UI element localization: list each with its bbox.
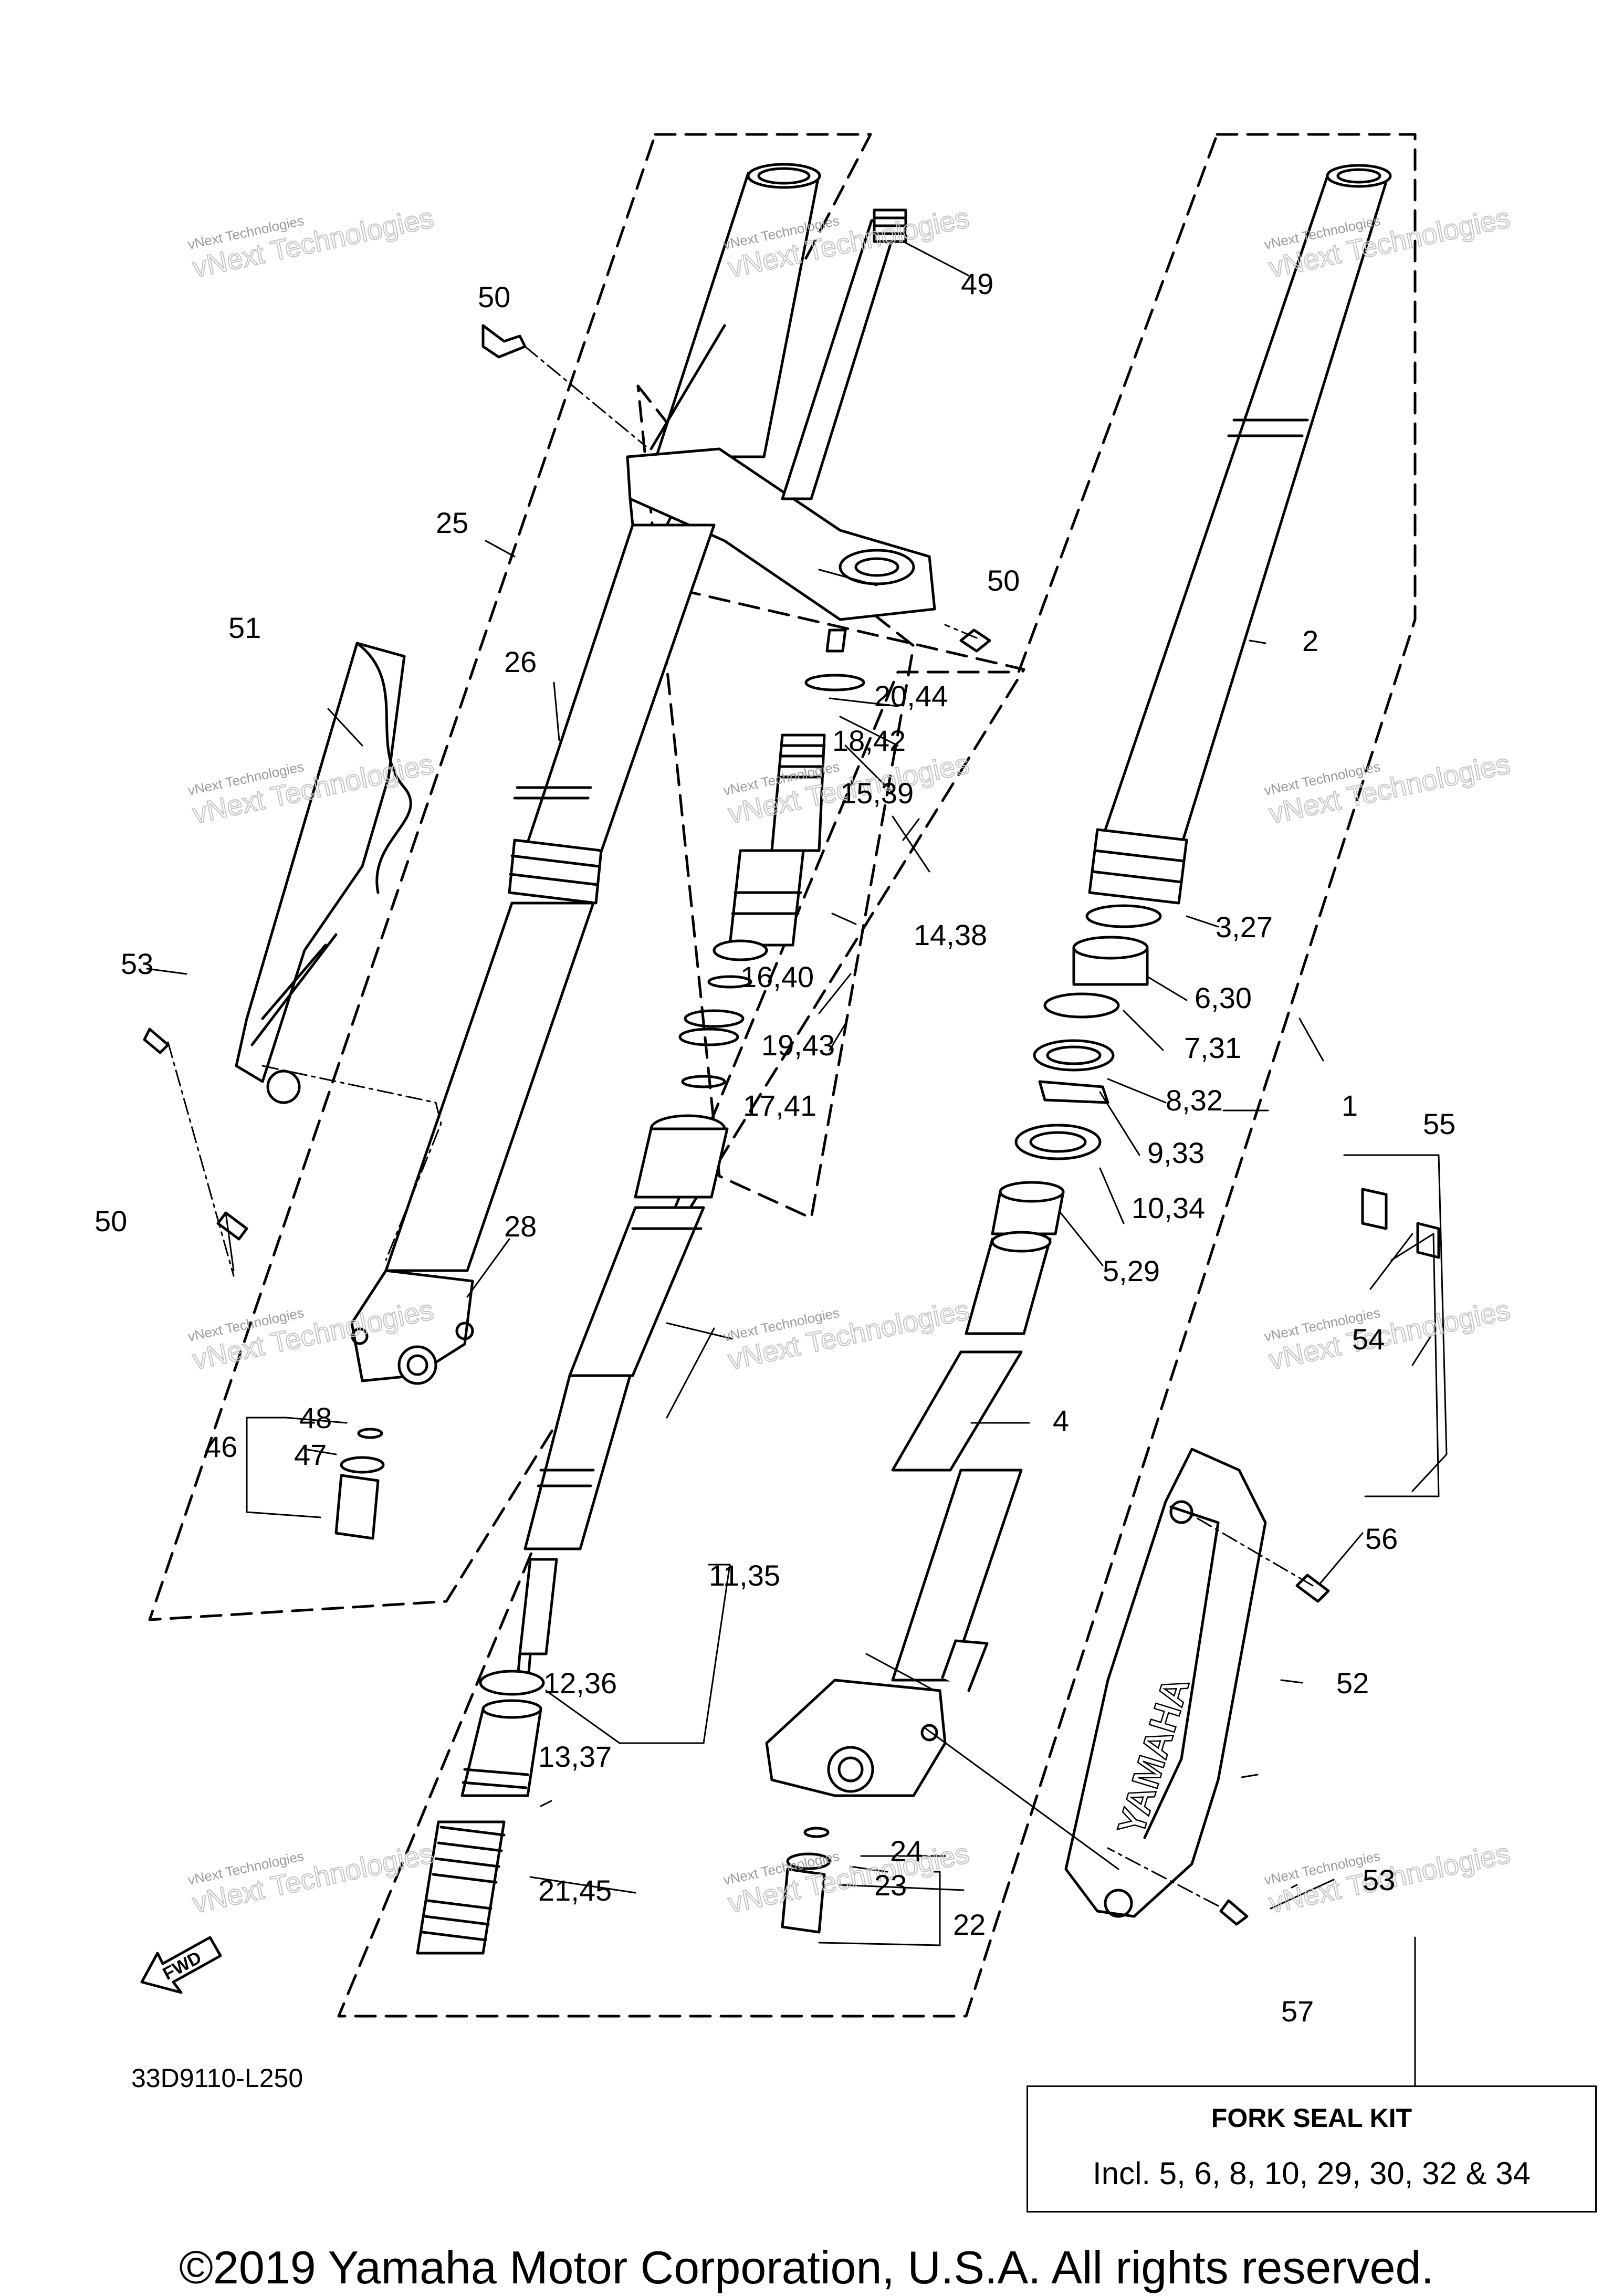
part-label-48: 48 [299,1401,332,1434]
part-label-56: 56 [1365,1522,1398,1555]
part-label-46: 46 [205,1430,237,1463]
part-label-51: 51 [228,611,261,644]
part-label-2: 2 [1302,624,1318,657]
part-label-23: 23 [874,1869,907,1902]
part-label-14-38: 14,38 [914,918,987,951]
fwd-arrow [140,1936,222,1994]
fork-seal-kit-box: FORK SEAL KIT Incl. 5, 6, 8, 10, 29, 30,… [1027,2085,1597,2213]
part-label-3-27: 3,27 [1216,910,1273,943]
callout-labels: 1 2 3,27 4 5,29 6,30 7,31 8,32 9,33 10,3… [95,267,1455,2028]
part-label-17-41: 17,41 [743,1089,816,1122]
part-label-55: 55 [1423,1107,1455,1140]
part-label-4: 4 [1053,1404,1069,1437]
part-label-54: 54 [1352,1323,1385,1356]
right-fork-assembly [765,164,1392,1797]
part-label-28: 28 [504,1210,537,1243]
part-label-57: 57 [1281,1995,1314,2028]
part-label-6-30: 6,30 [1195,981,1252,1014]
part-label-53-right: 53 [1363,1863,1395,1896]
part-label-1: 1 [1342,1089,1358,1122]
part-label-8-32: 8,32 [1166,1084,1223,1117]
part-label-50-left: 50 [95,1204,127,1238]
part-label-50-right: 50 [987,564,1020,597]
part-label-50-top: 50 [478,280,510,313]
part-label-11-35: 11,35 [709,1559,780,1592]
leader-lines [146,240,1448,2087]
part-label-18-42: 18,42 [832,724,906,757]
right-fork-guard [1064,1448,1267,1918]
part-label-5-29: 5,29 [1103,1254,1160,1287]
part-label-22: 22 [953,1908,986,1941]
part-label-47: 47 [294,1438,327,1471]
damper-cartridge [416,628,865,1955]
part-label-25: 25 [436,506,468,539]
part-label-53-left: 53 [121,947,153,980]
bolts [143,324,1440,1934]
part-label-16-40: 16,40 [740,960,814,993]
group-outline-1 [337,133,1417,2018]
part-label-12-36: 12,36 [543,1666,617,1700]
part-label-21-45: 21,45 [538,1874,612,1907]
left-fork-assembly [350,163,936,1385]
kit-title: FORK SEAL KIT [1211,2103,1412,2133]
group-outline-25 [148,133,1025,1621]
diagram-code: 33D9110-L250 [131,2063,303,2093]
part-label-24: 24 [890,1834,923,1868]
part-label-10-34: 10,34 [1132,1191,1205,1224]
kit-includes: Incl. 5, 6, 8, 10, 29, 30, 32 & 34 [1093,2156,1531,2191]
part-label-52: 52 [1336,1666,1369,1700]
part-label-26: 26 [504,645,537,678]
part-label-49: 49 [961,267,993,300]
part-label-20-44: 20,44 [874,679,948,712]
left-fork-guard [235,642,412,1104]
copyright-notice: ©2019 Yamaha Motor Corporation, U.S.A. A… [179,2241,1434,2293]
part-label-19-43: 19,43 [761,1029,835,1062]
part-label-9-33: 9,33 [1147,1136,1204,1169]
part-label-7-31: 7,31 [1184,1031,1241,1064]
part-label-15-39: 15,39 [840,777,914,810]
part-label-13-37: 13,37 [538,1740,612,1773]
